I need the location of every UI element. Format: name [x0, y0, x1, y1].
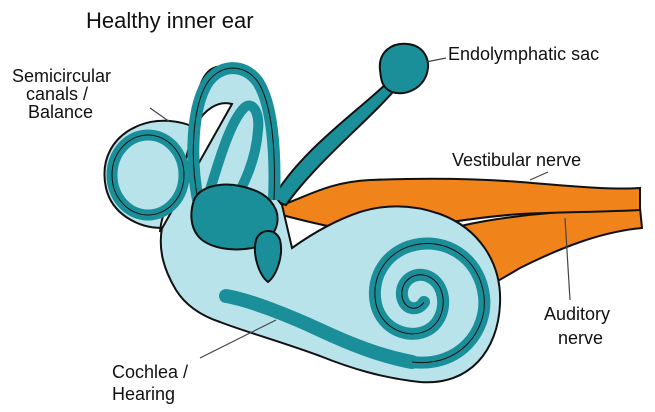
label-cochlea-2: Hearing [112, 384, 175, 404]
label-semicircular-2: canals / [26, 84, 88, 104]
label-auditory-2: nerve [558, 328, 603, 348]
label-vestibular-nerve: Vestibular nerve [452, 150, 581, 170]
leader-vestibular-nerve [530, 172, 548, 180]
label-cochlea-1: Cochlea / [112, 362, 188, 382]
leader-endolymphatic-sac [426, 58, 446, 62]
label-endolymphatic-sac: Endolymphatic sac [448, 44, 599, 64]
label-semicircular-1: Semicircular [12, 66, 111, 86]
endolymphatic-sac [380, 44, 428, 93]
diagram-title: Healthy inner ear [86, 8, 254, 33]
label-semicircular-3: Balance [28, 102, 93, 122]
bony-labyrinth [104, 66, 500, 382]
label-auditory-1: Auditory [544, 304, 610, 324]
